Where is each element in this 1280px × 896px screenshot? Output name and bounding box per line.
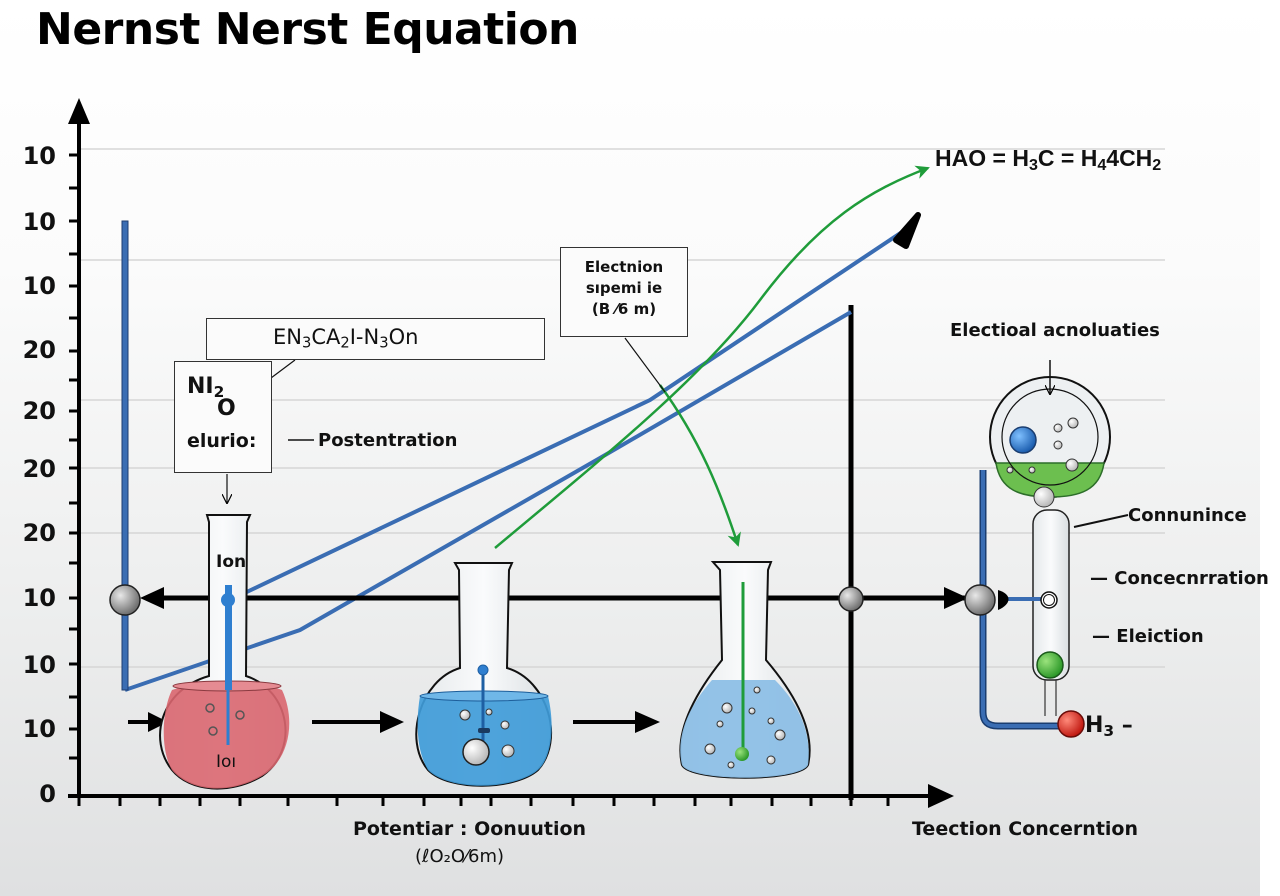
x-axis-label-left-unit: (ℓO₂O⁄6m) (415, 846, 505, 867)
flow-arrows (128, 711, 660, 733)
flask-light-blue (679, 561, 811, 779)
connunince-label: Connunince (1128, 505, 1247, 526)
y-tick-label: 20 (22, 455, 56, 483)
flow-arrow-2 (380, 711, 404, 733)
callout-connectors (227, 337, 666, 503)
eleiction-label: — Eleiction (1092, 626, 1204, 647)
electional-label: Electioal acnoluaties (950, 320, 1160, 341)
flow-arrow-1 (148, 712, 168, 732)
horizontal-line-left-arrowhead (140, 587, 164, 609)
horizontal-line-right-arrowhead (944, 587, 968, 609)
green-curve-down (658, 384, 741, 547)
electron-box-line2: sıpemi ie (585, 279, 663, 297)
electron-box-line1: Electnion (584, 258, 664, 276)
ion-box-line1: NI2 (187, 374, 225, 401)
ion-box-line2: O (217, 396, 236, 421)
x-axis-label-left: Potentiar : Oonuution (353, 818, 587, 840)
node-ball-left (109, 584, 141, 616)
y-tick-label: 20 (22, 519, 56, 547)
ion-box-line3: elurio: (187, 430, 257, 452)
right-edge (1260, 0, 1280, 896)
formula-callout-box: EN3CA2I-N3On (206, 318, 545, 360)
flask-red (159, 514, 290, 790)
green-curve-up (494, 165, 930, 549)
x-axis-arrowhead (928, 784, 954, 808)
apparatus-right (964, 360, 1129, 738)
y-tick-label: 10 (22, 142, 56, 170)
y-axis-arrowhead (68, 98, 90, 124)
flask-blue (415, 562, 553, 787)
y-tick-label: 10 (22, 272, 56, 300)
y-tick-label: 20 (22, 336, 56, 364)
postentration-label: Postentration (318, 430, 458, 451)
y-tick-label: 10 (22, 651, 56, 679)
flask-label-ion: Ion (216, 552, 247, 572)
blue-line-upper (229, 228, 907, 602)
y-tick-label: 20 (22, 397, 56, 425)
equation-label: HAO = H3C = H44CH2 (935, 145, 1162, 175)
x-axis-ticks (77, 796, 890, 806)
y-tick-label: 10 (22, 208, 56, 236)
flask-label-ioi: Ioı (216, 752, 237, 772)
y-axis-ticks (69, 153, 79, 760)
electron-callout-box: Electnion sıpemi ie (B ⁄6 m) (560, 247, 688, 337)
blue-line-arrowhead (893, 212, 921, 249)
green-curves (494, 165, 930, 549)
h3-label: H3 – (1085, 713, 1133, 740)
blue-bar-top (121, 220, 129, 691)
page-title: Nernst Nerst Equation (36, 4, 579, 55)
node-ball-middle (838, 586, 864, 612)
ion-callout-box: NI2 O elurio: (174, 361, 272, 473)
y-tick-label: 0 (39, 780, 56, 808)
y-tick-label: 10 (22, 584, 56, 612)
concentration-label: — Concecnrration (1090, 568, 1269, 589)
formula-text: EN3CA2I-N3On (273, 325, 419, 352)
x-axis-label-right: Teection Concerntion (912, 818, 1139, 840)
flow-arrow-3 (635, 711, 660, 733)
electron-box-line3: (B ⁄6 m) (591, 300, 657, 318)
y-tick-label: 10 (22, 715, 56, 743)
